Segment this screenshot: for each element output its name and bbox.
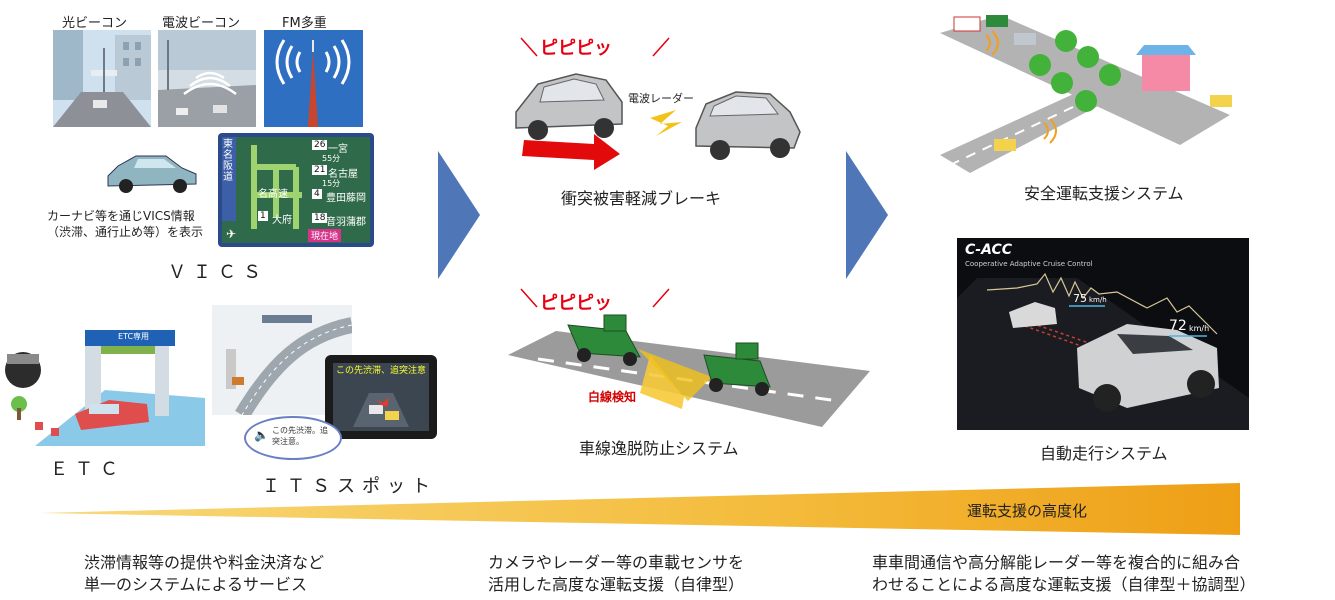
description-right-line1: 車車間通信や高分解能レーダー等を複合的に組み合	[872, 553, 1241, 572]
cacc-title: C-ACC	[965, 242, 1013, 258]
vics-route-map	[251, 145, 302, 229]
vics-side-strip	[222, 137, 236, 221]
etc-gate-text: ETC専用	[118, 332, 150, 341]
radio-beacon-photo	[158, 30, 256, 127]
description-middle: カメラやレーダー等の車載センサを 活用した高度な運転支援（自律型）	[488, 552, 744, 596]
fm-multiplex-label: FM多重	[282, 16, 327, 31]
current-location-badge: 現在地	[308, 229, 342, 242]
route-num-2: 21	[312, 165, 328, 175]
etc-gate-illustration	[5, 318, 205, 446]
autonomous-driving-label: 自動走行システム	[1040, 444, 1168, 463]
description-middle-line1: カメラやレーダー等の車載センサを	[488, 553, 745, 572]
itsspot-voice-bubble: 🔈 この先渋滞。追突注意。	[244, 416, 342, 460]
description-left: 渋滞情報等の提供や料金決済など 単一のシステムによるサービス	[84, 552, 324, 596]
lane-beep-text: ピピピッ	[540, 293, 612, 314]
collision-beep-text: ピピピッ	[540, 38, 612, 59]
map-center-label: 名高速	[258, 189, 288, 200]
description-left-line2: 単一のシステムによるサービス	[84, 575, 308, 594]
itsspot-label: ＩＴＳスポット	[262, 476, 437, 497]
itsspot-bubble-text: この先渋滞。追突注意。	[272, 426, 328, 446]
navi-car-illustration	[104, 148, 200, 196]
route-num-1: 26	[312, 140, 328, 150]
radio-beacon-label: 電波ビーコン	[162, 16, 241, 31]
itsspot-screen-inner: この先渋滞、追突注意	[333, 363, 429, 431]
progress-arrow-2	[846, 151, 888, 279]
lane-departure-label: 車線逸脱防止システム	[579, 439, 739, 458]
itsspot-navi-screen: この先渋滞、追突注意	[325, 355, 437, 439]
radar-label: 電波レーダー	[628, 92, 694, 105]
speed2-unit: km/h	[1189, 324, 1210, 333]
dest-4: 大府	[272, 215, 292, 226]
fm-tower-photo	[264, 30, 363, 127]
route-num-4: 1	[258, 211, 268, 221]
lane-beep-marks	[520, 288, 670, 308]
vics-map-display: 東名阪道 26 一宮 55分 21 名古屋 15分 名高速 4 豊田藤岡 1 大…	[218, 133, 374, 247]
collision-brake-illustration	[515, 73, 801, 170]
vics-note-line2: （渋滞、通行止め等）を表示	[47, 225, 204, 239]
progress-arrow-1	[438, 151, 480, 279]
etc-label: ＥＴＣ	[50, 459, 125, 480]
optical-beacon-photo	[53, 30, 151, 127]
dest-3: 豊田藤岡	[326, 193, 366, 204]
description-right: 車車間通信や高分解能レーダー等を複合的に組み合 わせることによる高度な運転支援（…	[872, 552, 1256, 596]
vics-label: ＶＩＣＳ	[168, 262, 268, 283]
description-left-line1: 渋滞情報等の提供や料金決済など	[84, 553, 325, 572]
description-right-line2: わせることによる高度な運転支援（自律型＋協調型）	[872, 575, 1256, 594]
route-num-5: 18	[312, 213, 328, 223]
speed1-unit: km/h	[1089, 296, 1107, 304]
airplane-icon: ✈	[226, 227, 237, 241]
safety-support-illustration	[940, 15, 1232, 173]
speed2-value: 72	[1169, 318, 1187, 334]
dest-2: 名古屋	[328, 169, 358, 180]
vics-map-panel: 東名阪道 26 一宮 55分 21 名古屋 15分 名高速 4 豊田藤岡 1 大…	[222, 137, 370, 243]
dest-5: 音羽蒲郡	[326, 217, 366, 228]
lane-departure-illustration	[508, 314, 870, 427]
itsspot-screen-text: この先渋滞、追突注意	[336, 366, 427, 376]
lane-detect-label: 白線検知	[588, 390, 637, 404]
time-2: 15分	[322, 179, 341, 188]
description-middle-line2: 活用した高度な運転支援（自律型）	[488, 575, 745, 594]
route-num-3: 4	[312, 189, 322, 199]
speaker-icon: 🔈	[254, 428, 269, 442]
time-1: 55分	[322, 154, 341, 163]
advancement-label: 運転支援の高度化	[967, 502, 1088, 520]
cacc-subtitle: Cooperative Adaptive Cruise Control	[965, 260, 1093, 268]
advancement-wedge	[40, 483, 1240, 535]
cacc-illustration: C-ACC Cooperative Adaptive Cruise Contro…	[957, 238, 1249, 430]
collision-beep-marks	[520, 37, 670, 57]
safety-support-label: 安全運転支援システム	[1024, 184, 1184, 203]
speed1-value: 75	[1073, 292, 1087, 305]
dest-1: 一宮	[328, 144, 348, 155]
vics-side-text: 東名阪道	[223, 139, 233, 183]
collision-brake-label: 衝突被害軽減ブレーキ	[561, 189, 722, 208]
optical-beacon-label: 光ビーコン	[62, 16, 128, 31]
vics-note-line1: カーナビ等を通じVICS情報	[47, 209, 195, 223]
